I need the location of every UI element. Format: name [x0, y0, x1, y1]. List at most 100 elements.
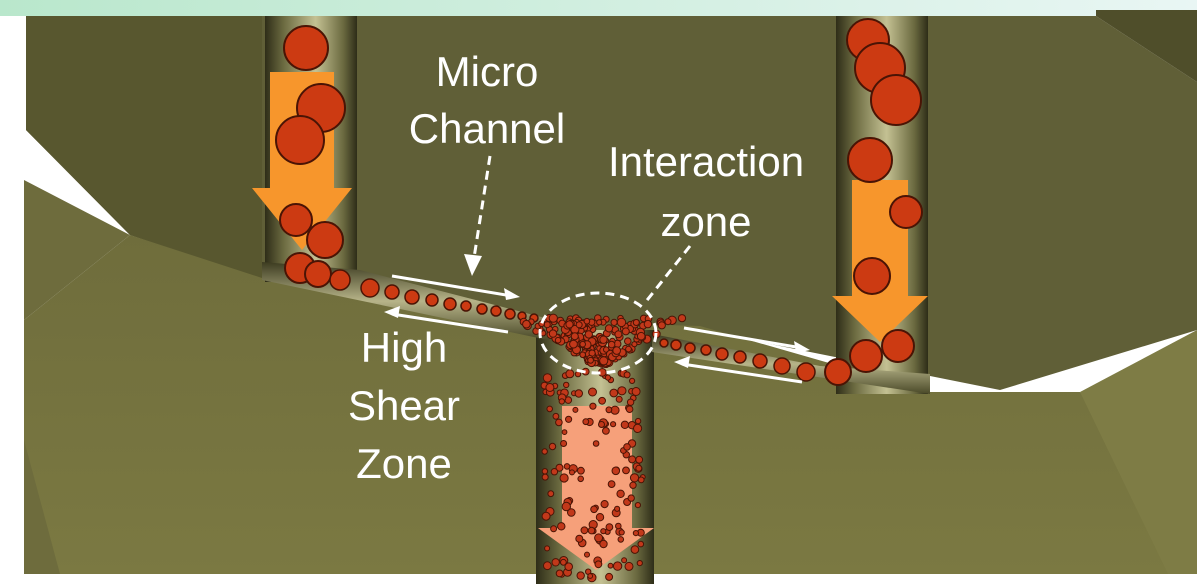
- interaction-zone-label-line2: zone: [660, 198, 751, 245]
- small-droplet: [602, 427, 610, 435]
- small-droplet: [633, 423, 643, 433]
- small-droplet: [635, 464, 643, 472]
- small-droplet: [563, 463, 571, 470]
- droplet: [306, 221, 344, 259]
- droplet: [684, 342, 696, 354]
- small-droplet: [555, 463, 564, 472]
- small-droplet: [636, 331, 646, 341]
- small-droplet: [595, 513, 605, 522]
- small-droplet: [587, 356, 594, 364]
- small-droplet: [637, 540, 645, 548]
- small-droplet: [626, 398, 635, 406]
- small-droplet: [607, 340, 616, 349]
- small-droplet: [628, 455, 637, 464]
- droplet: [849, 339, 883, 373]
- interaction-zone-label-line1: Interaction: [608, 138, 804, 185]
- small-droplet: [632, 530, 640, 537]
- small-droplet: [629, 377, 636, 384]
- flow-arrow-right: [391, 274, 513, 298]
- small-droplet: [541, 448, 548, 455]
- small-droplet: [565, 415, 573, 423]
- small-droplet: [545, 383, 555, 392]
- droplet: [870, 74, 922, 126]
- droplet: [425, 293, 439, 307]
- small-droplet: [576, 571, 585, 580]
- small-droplet: [565, 320, 574, 329]
- droplet: [275, 115, 325, 165]
- small-droplet: [592, 440, 600, 447]
- small-droplet: [589, 402, 597, 410]
- droplet: [279, 203, 313, 237]
- small-droplet: [554, 336, 562, 344]
- small-droplet: [550, 468, 559, 476]
- small-droplet: [629, 481, 637, 489]
- flow-arrow-left-head: [674, 356, 690, 368]
- small-droplet: [548, 313, 558, 323]
- flow-arrow-left: [391, 312, 509, 334]
- droplet: [847, 137, 893, 183]
- small-droplet: [622, 466, 630, 475]
- small-droplet: [587, 526, 596, 535]
- droplet: [796, 362, 816, 382]
- small-droplet: [577, 475, 585, 483]
- micro-channel-label-line2: Channel: [409, 105, 565, 152]
- droplet: [490, 305, 502, 317]
- small-droplet: [569, 339, 578, 349]
- droplet: [504, 308, 516, 320]
- droplet: [443, 297, 457, 311]
- small-droplet: [551, 558, 560, 567]
- top-gradient-band: [0, 0, 1197, 16]
- droplet: [659, 338, 669, 348]
- droplet: [670, 339, 682, 351]
- droplet: [360, 278, 380, 298]
- small-droplet: [618, 529, 625, 536]
- droplet: [752, 353, 768, 369]
- droplet: [384, 284, 400, 300]
- small-droplet: [621, 557, 628, 564]
- small-droplet: [611, 466, 621, 476]
- droplet: [329, 269, 351, 291]
- small-droplet: [677, 314, 687, 323]
- small-droplet: [600, 500, 609, 509]
- small-droplet: [634, 502, 642, 509]
- droplet: [773, 357, 791, 375]
- small-droplet: [600, 528, 607, 535]
- small-droplet: [555, 569, 564, 578]
- small-droplet: [582, 418, 590, 426]
- small-droplet: [542, 373, 553, 383]
- small-droplet: [620, 420, 630, 429]
- micro-channel-label-line1: Micro: [436, 48, 539, 95]
- small-droplet: [598, 421, 605, 428]
- small-droplet: [579, 351, 587, 359]
- small-droplet: [625, 345, 632, 353]
- droplet: [304, 260, 332, 288]
- small-droplet: [617, 536, 625, 543]
- large-droplets: [275, 18, 923, 386]
- small-droplet: [632, 319, 640, 326]
- high-shear-zone-label-line3: Zone: [356, 440, 452, 487]
- droplet: [715, 347, 729, 361]
- small-droplet: [584, 330, 593, 339]
- small-droplet: [616, 317, 627, 328]
- small-droplet: [548, 442, 557, 451]
- flow-arrow-left: [681, 362, 803, 384]
- small-droplet: [552, 412, 560, 420]
- droplet: [476, 303, 488, 315]
- high-shear-zone-label-line2: Shear: [348, 382, 460, 429]
- small-droplet: [605, 406, 613, 414]
- small-droplet: [570, 332, 579, 341]
- small-droplet: [577, 466, 585, 475]
- small-droplet: [610, 421, 617, 428]
- droplet: [853, 257, 891, 295]
- small-droplet: [629, 473, 640, 483]
- droplet: [824, 358, 852, 386]
- small-droplet: [555, 418, 563, 427]
- upper-left-facet: [26, 16, 262, 280]
- small-droplet: [590, 505, 598, 514]
- small-droplet: [541, 511, 551, 521]
- small-droplet: [657, 321, 666, 330]
- small-droplet: [584, 551, 590, 558]
- small-droplet: [550, 525, 558, 533]
